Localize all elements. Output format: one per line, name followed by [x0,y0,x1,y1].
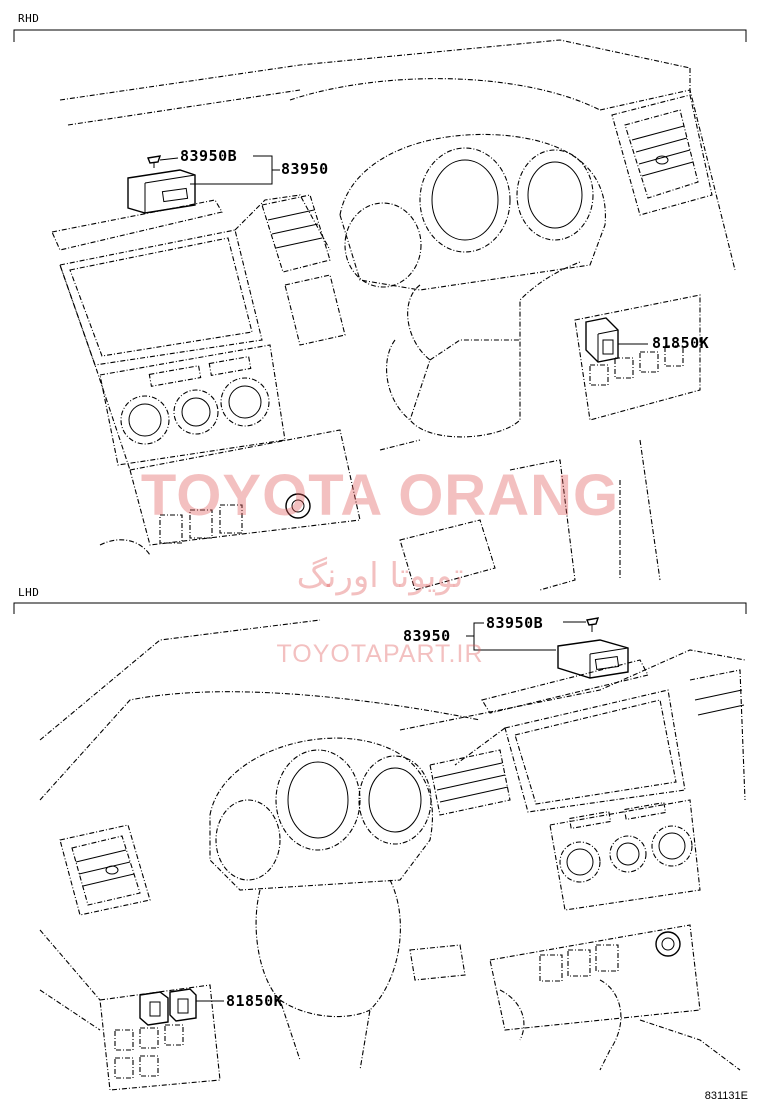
lhd-steering-column [255,879,401,1071]
lhd-part-switch-assembly: 83950 [403,627,451,645]
lhd-top-panel [481,617,649,714]
diagram-code: 831131E [704,1090,748,1102]
rhd-top-panel [51,155,223,251]
lhd-lower-console [409,924,741,1071]
watermark-url: TOYOTAPART.IR [276,640,484,668]
lhd-climate-controls [549,799,701,911]
lhd-part-heated-switch: 81850K [226,992,284,1010]
lhd-dashboard [39,617,746,1091]
rhd-callouts [159,155,648,345]
lhd-left-vent [59,824,151,916]
rhd-frame [13,29,747,42]
rhd-steering-column [386,261,581,438]
lhd-part-clip: 83950B [486,614,544,632]
lhd-panel-label: LHD [18,586,40,599]
watermark-persian: تویوتا اورنگ [296,556,464,596]
rhd-lower-console [99,429,661,591]
lhd-frame [13,602,747,614]
rhd-switch-panel [574,294,701,421]
rhd-part-clip: 83950B [180,147,238,165]
lhd-instrument-cluster [209,737,433,891]
lhd-switch-panel [39,929,221,1091]
rhd-dashboard [51,39,736,591]
rhd-center-display [59,194,331,471]
rhd-right-vent [611,94,713,216]
rhd-center-vents [261,194,346,346]
rhd-part-heated-switch: 81850K [652,334,710,352]
lhd-center-display [454,689,686,813]
lhd-callouts [196,621,586,1002]
watermark-english: TOYOTA ORANG [140,463,620,528]
rhd-climate-controls [99,344,286,466]
rhd-panel-label: RHD [18,12,40,25]
lhd-center-vents [429,669,746,816]
rhd-instrument-cluster [339,133,606,291]
rhd-part-switch-assembly: 83950 [281,160,329,178]
